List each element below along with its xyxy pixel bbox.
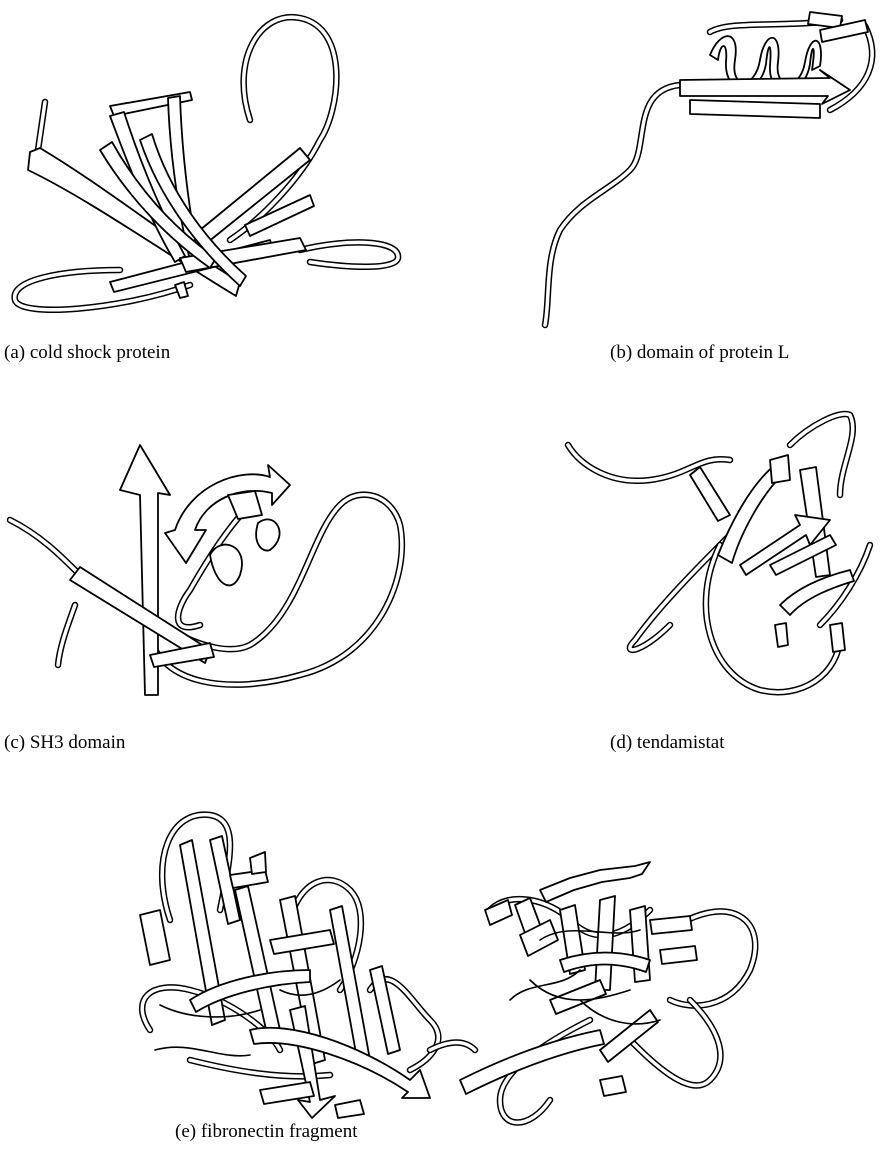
caption-e: (e) fibronectin fragment [175, 1122, 358, 1141]
fibronectin-fragment-ribbon [130, 800, 790, 1130]
caption-d: (d) tendamistat [610, 733, 725, 752]
panel-d: (d) tendamistat [540, 405, 886, 765]
panel-e: (e) fibronectin fragment [130, 800, 790, 1154]
sh3-domain-ribbon [0, 395, 440, 705]
caption-b: (b) domain of protein L [610, 343, 789, 362]
caption-c: (c) SH3 domain [4, 733, 125, 752]
panel-a: (a) cold shock protein [0, 0, 440, 380]
panel-c: (c) SH3 domain [0, 395, 440, 765]
panel-b: (b) domain of protein L [520, 0, 886, 380]
tendamistat-ribbon [540, 405, 886, 715]
protein-l-domain-ribbon [520, 0, 886, 330]
cold-shock-protein-ribbon [0, 0, 440, 310]
caption-a: (a) cold shock protein [4, 343, 170, 362]
